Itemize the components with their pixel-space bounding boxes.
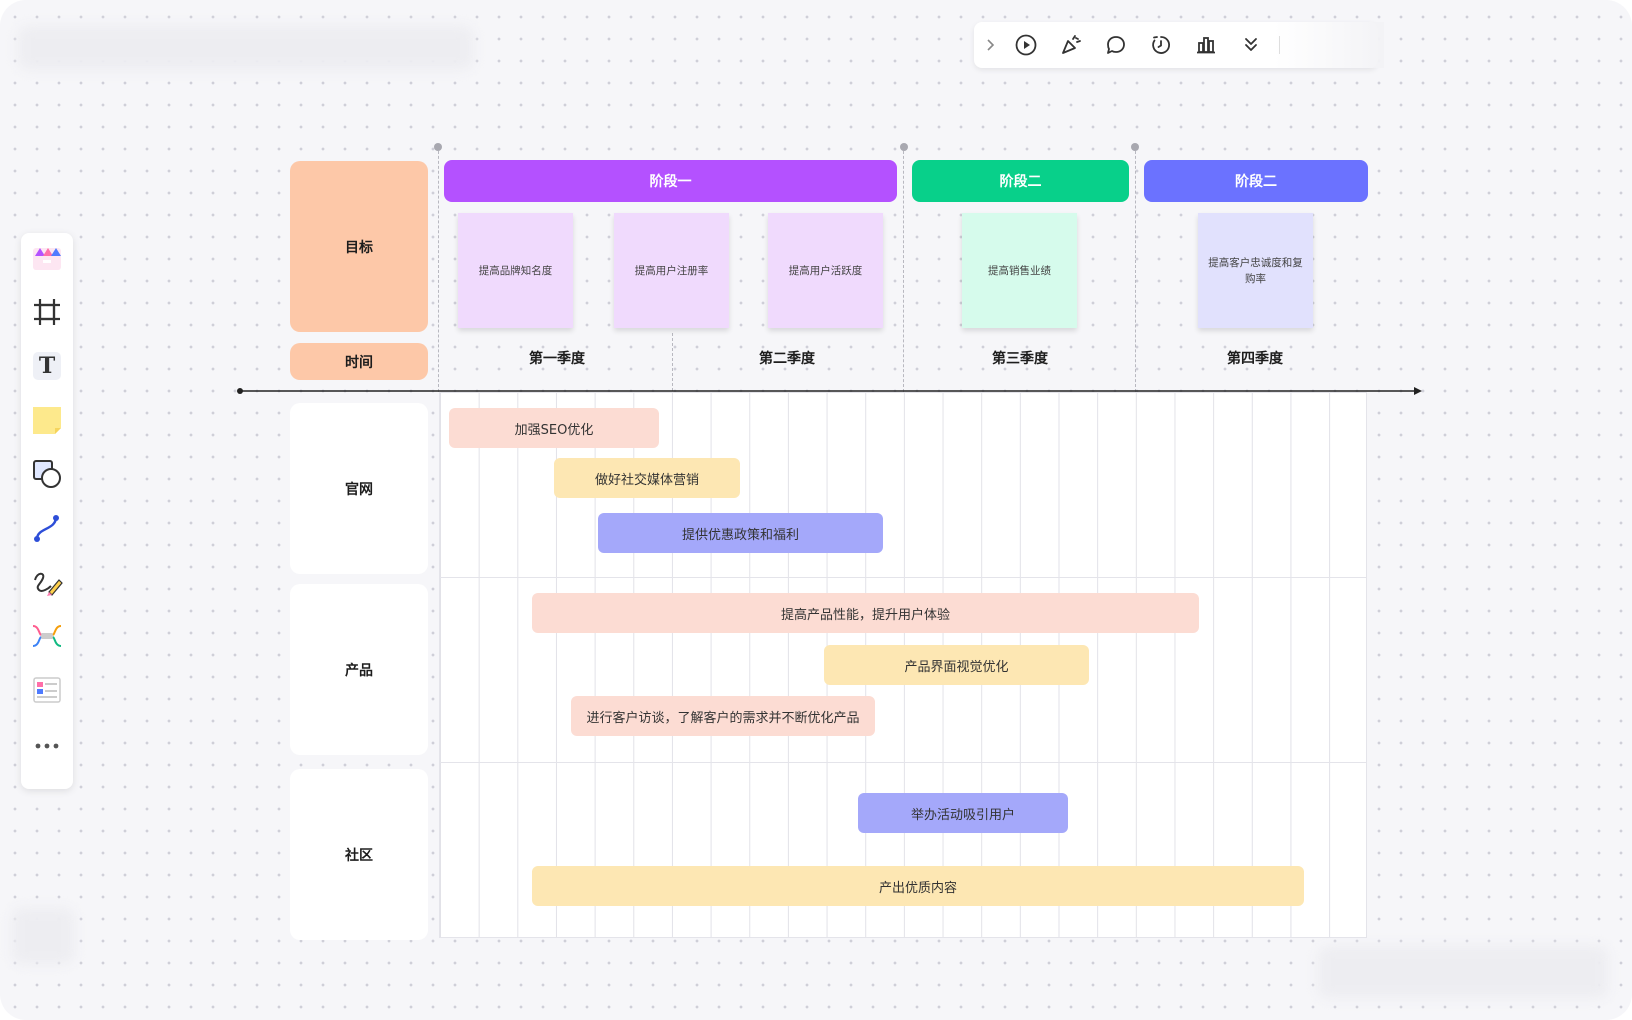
blurred-corner-right bbox=[1318, 946, 1608, 998]
blurred-title-area bbox=[18, 26, 473, 70]
goal-sticky-brand[interactable]: 提高品牌知名度 bbox=[458, 213, 573, 328]
quarter-separator bbox=[672, 333, 673, 391]
frame-icon[interactable] bbox=[30, 295, 64, 329]
more-icon[interactable] bbox=[30, 729, 64, 763]
product-row-label: 产品 bbox=[290, 584, 428, 755]
play-icon[interactable] bbox=[1011, 30, 1041, 60]
top-toolbar bbox=[974, 22, 1384, 68]
toolbar-blur bbox=[1274, 22, 1384, 68]
quarter-label: 第四季度 bbox=[1227, 351, 1283, 367]
goal-sticky-sales[interactable]: 提高销售业绩 bbox=[962, 213, 1077, 328]
time-label: 时间 bbox=[290, 343, 428, 380]
task-bar[interactable]: 进行客户访谈，了解客户的需求并不断优化产品 bbox=[571, 696, 875, 736]
template-icon[interactable] bbox=[30, 241, 64, 275]
comment-icon[interactable] bbox=[1101, 30, 1131, 60]
goal-sticky-loyalty[interactable]: 提高客户忠诚度和复购率 bbox=[1198, 213, 1313, 328]
website-row-label: 官网 bbox=[290, 403, 428, 574]
timeline-axis bbox=[237, 387, 1422, 395]
sticky-note-icon[interactable] bbox=[30, 403, 64, 437]
text-tool-label: T bbox=[33, 352, 61, 380]
double-chevron-down-icon[interactable] bbox=[1236, 30, 1266, 60]
pen-icon[interactable] bbox=[30, 565, 64, 599]
goal-sticky-activity[interactable]: 提高用户活跃度 bbox=[768, 213, 883, 328]
task-bar[interactable]: 提供优惠政策和福利 bbox=[598, 513, 883, 553]
phase-separator-handle[interactable] bbox=[1131, 143, 1139, 151]
phase-three[interactable]: 阶段二 bbox=[1144, 160, 1368, 202]
task-bar[interactable]: 产出优质内容 bbox=[532, 866, 1304, 906]
phase-two[interactable]: 阶段二 bbox=[912, 160, 1129, 202]
phase-separator bbox=[1135, 146, 1136, 392]
shape-icon[interactable] bbox=[30, 457, 64, 491]
goal-label: 目标 bbox=[290, 161, 428, 332]
goal-sticky-registration[interactable]: 提高用户注册率 bbox=[614, 213, 729, 328]
task-bar[interactable]: 举办活动吸引用户 bbox=[858, 793, 1068, 833]
timer-icon[interactable] bbox=[1146, 30, 1176, 60]
task-bar[interactable]: 加强SEO优化 bbox=[449, 408, 659, 448]
phase-separator bbox=[903, 146, 904, 392]
phase-separator-handle[interactable] bbox=[900, 143, 908, 151]
mindmap-icon[interactable] bbox=[30, 619, 64, 653]
blurred-corner-left bbox=[12, 908, 74, 964]
quarter-label: 第三季度 bbox=[992, 351, 1048, 367]
grid-row-divider bbox=[439, 762, 1367, 763]
left-toolbar: T bbox=[21, 233, 73, 789]
connector-icon[interactable] bbox=[30, 511, 64, 545]
party-icon[interactable] bbox=[1056, 30, 1086, 60]
table-icon[interactable] bbox=[30, 673, 64, 707]
phase-separator bbox=[438, 146, 439, 392]
quarter-label: 第二季度 bbox=[759, 351, 815, 367]
community-row-label: 社区 bbox=[290, 769, 428, 940]
task-bar[interactable]: 做好社交媒体营销 bbox=[554, 458, 740, 498]
grid-row-divider bbox=[439, 577, 1367, 578]
chevron-right-icon[interactable] bbox=[974, 30, 1006, 60]
task-bar[interactable]: 提高产品性能，提升用户体验 bbox=[532, 593, 1199, 633]
phase-one[interactable]: 阶段一 bbox=[444, 160, 897, 202]
task-bar[interactable]: 产品界面视觉优化 bbox=[824, 645, 1089, 685]
chart-icon[interactable] bbox=[1191, 30, 1221, 60]
phase-separator-handle[interactable] bbox=[434, 143, 442, 151]
text-icon[interactable]: T bbox=[30, 349, 64, 383]
quarter-label: 第一季度 bbox=[529, 351, 585, 367]
